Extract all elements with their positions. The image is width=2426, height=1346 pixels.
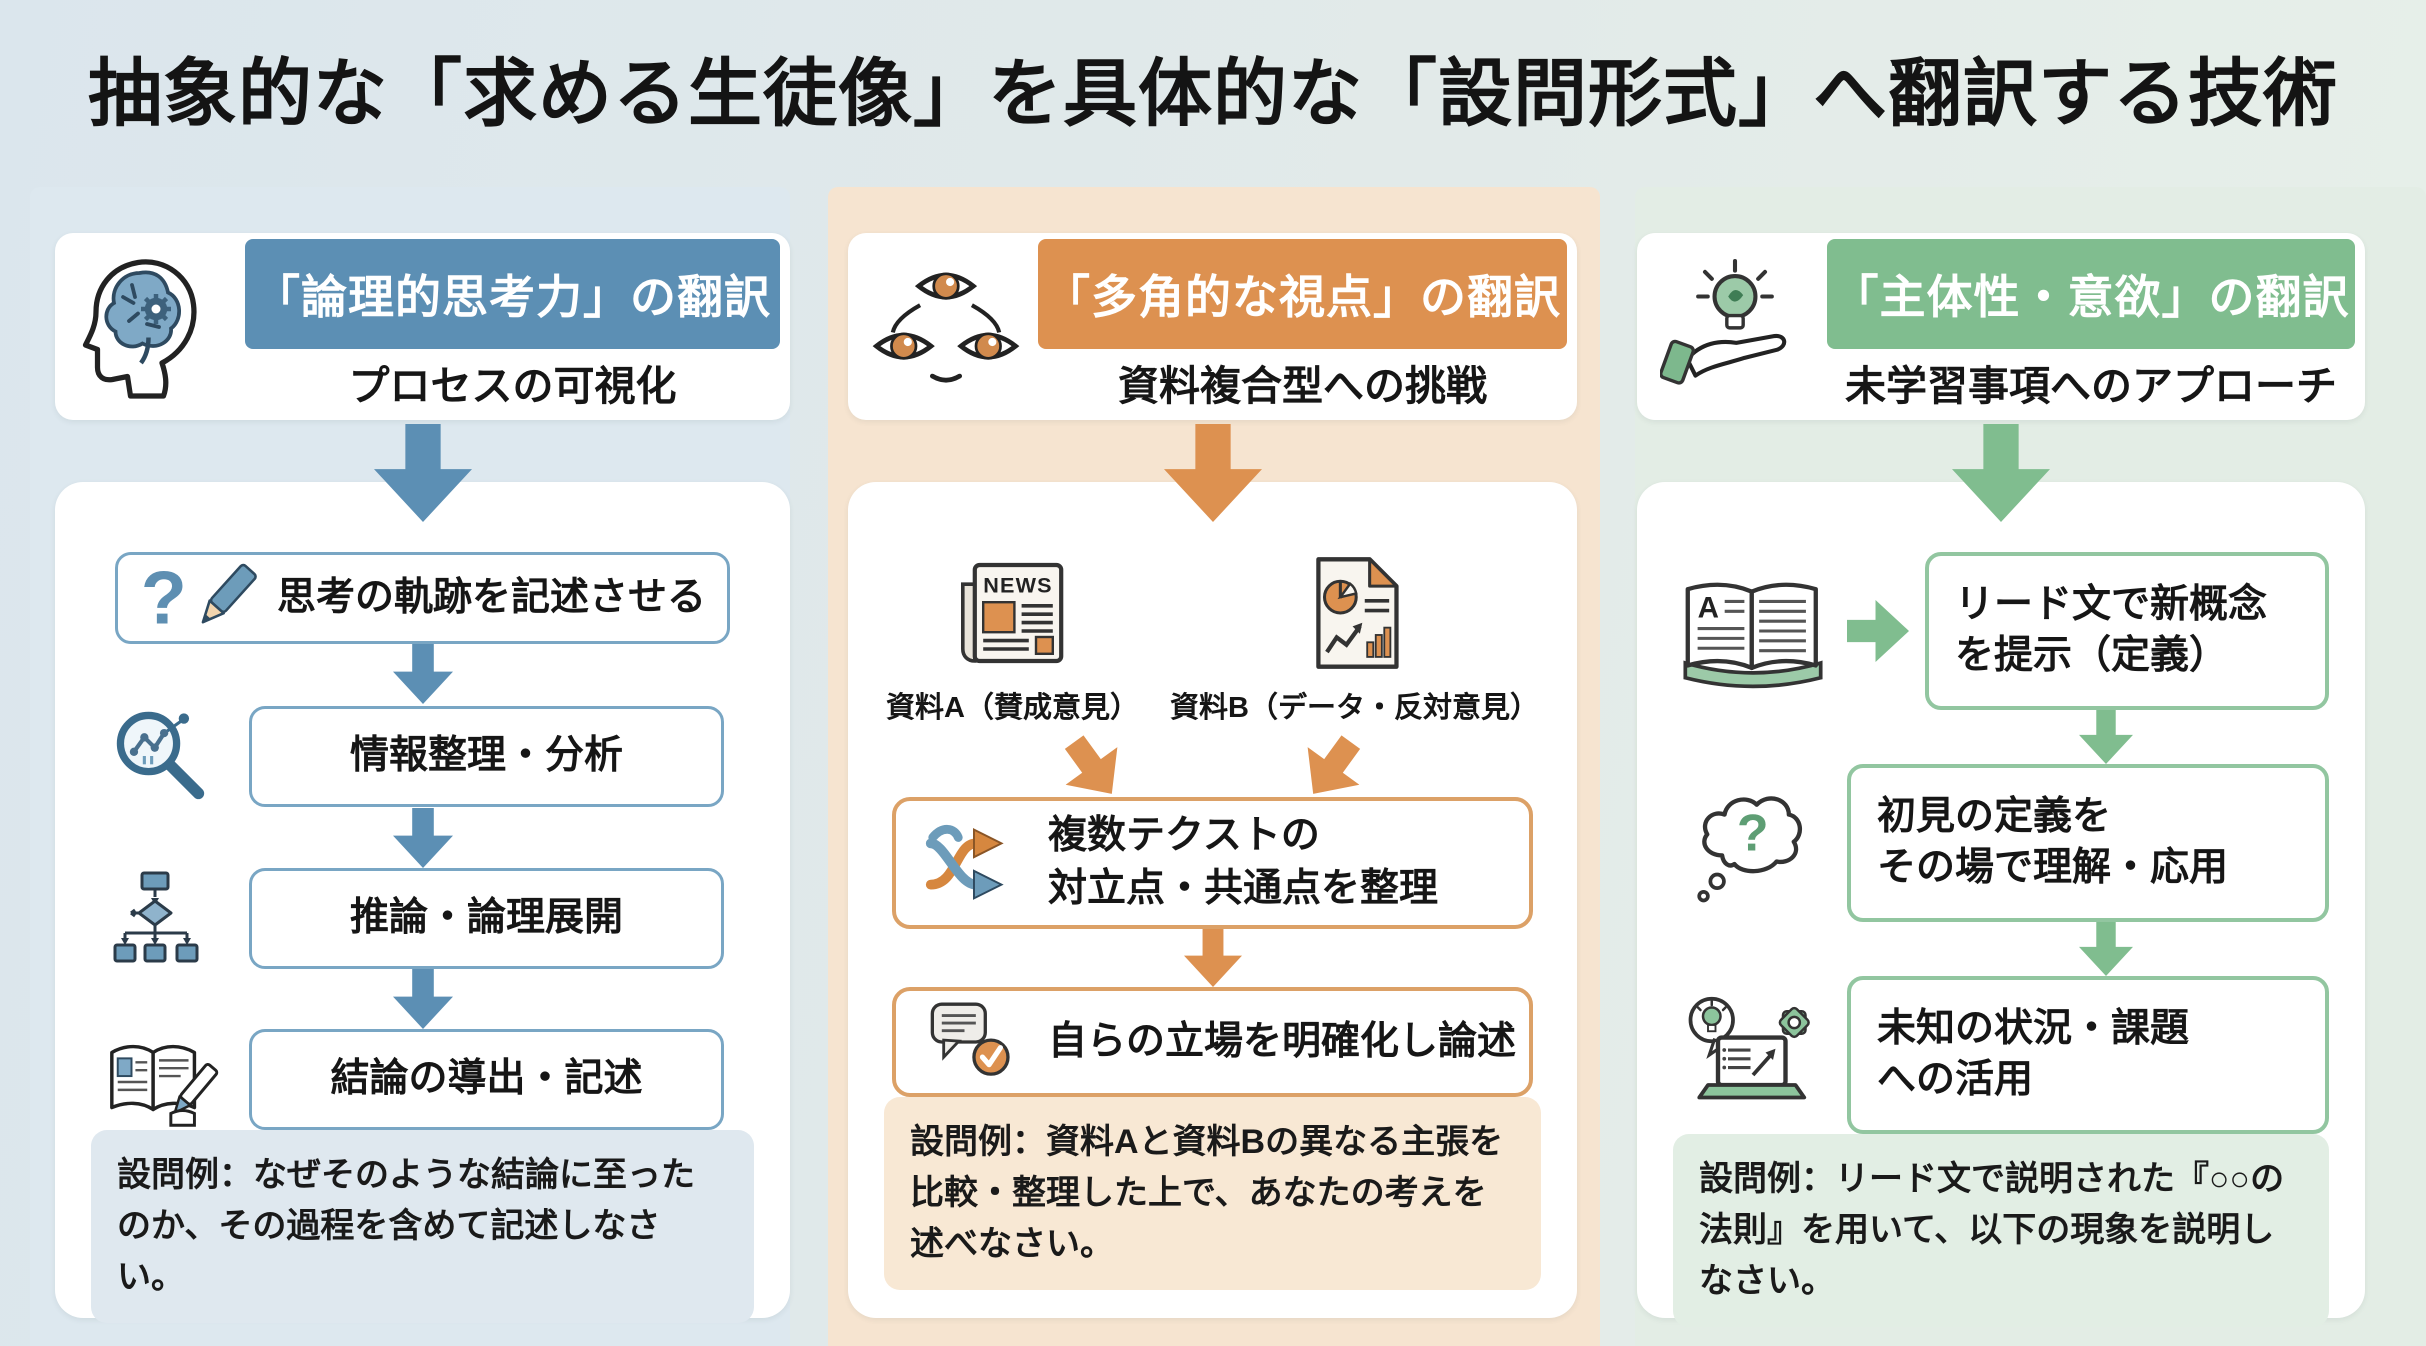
column-logical-thinking: 「論理的思考力」の翻訳 プロセスの可視化 ? 思考の軌 [55, 233, 790, 1323]
step-row-unknown-situations: 未知の状況・課題 への活用 [1673, 976, 2329, 1134]
column1-title-bar: 「論理的思考力」の翻訳 [245, 239, 780, 349]
step-label: 思考の軌跡を記述させる [276, 575, 706, 619]
head-brain-gear-icon [65, 241, 240, 412]
step-box-thinking-trace: ? 思考の軌跡を記述させる [115, 552, 730, 644]
laptop-idea-gear-icon [1673, 991, 1833, 1119]
material-b: 資料B（データ・反対意見） [1170, 552, 1539, 726]
down-arrow [91, 808, 754, 868]
column3-flow-panel: A リード文で新概念 を提示（定義） ? [1637, 482, 2365, 1327]
step-label: 自らの立場を明確化し論述 [1048, 1019, 1517, 1063]
step-row-lead-text: A リード文で新概念 を提示（定義） [1673, 552, 2329, 710]
column2-subtitle: 資料複合型への挑戦 [1118, 363, 1487, 409]
source-materials: NEWS 資料A（賛成意見） [886, 552, 1539, 726]
down-arrow [1673, 710, 2329, 764]
step-box-first-sight: 初見の定義を その場で理解・応用 [1847, 764, 2329, 922]
step-row-first-sight: ? 初見の定義を その場で理解・応用 [1673, 764, 2329, 922]
flowchart-icon [95, 869, 227, 969]
material-a: NEWS 資料A（賛成意見） [886, 552, 1139, 726]
svg-text:?: ? [141, 556, 187, 640]
down-arrow [91, 969, 754, 1029]
step-box-analysis: 情報整理・分析 [249, 705, 724, 807]
step-row-analysis: 情報整理・分析 [95, 704, 750, 808]
page-title: 抽象的な「求める生徒像」を具体的な「設問形式」へ翻訳する技術 [88, 52, 2338, 135]
right-arrow [1847, 599, 1911, 663]
down-arrow [884, 928, 1541, 987]
magnifier-chart-icon [95, 704, 227, 808]
converging-arrows [884, 726, 1541, 797]
step-box-inference: 推論・論理展開 [249, 868, 724, 969]
column1-example-question: 設問例：なぜそのような結論に至ったのか、その過程を含めて記述しなさい。 [91, 1130, 754, 1323]
svg-text:A: A [1698, 591, 1719, 624]
chat-check-icon [918, 994, 1028, 1090]
step-label: 複数テクストの 対立点・共通点を整理 [1048, 814, 1439, 910]
step-box-organize-texts: 複数テクストの 対立点・共通点を整理 [892, 796, 1533, 929]
svg-text:?: ? [1737, 804, 1769, 862]
diagonal-down-arrow [1045, 718, 1141, 817]
material-b-label: 資料B（データ・反対意見） [1170, 692, 1539, 724]
column-initiative-motivation: 「主体性・意欲」の翻訳 未学習事項へのアプローチ A [1637, 233, 2365, 1327]
column3-title-bar: 「主体性・意欲」の翻訳 [1827, 239, 2355, 349]
step-box-conclusion: 結論の導出・記述 [249, 1029, 724, 1130]
column3-big-down-arrow [1637, 424, 2365, 522]
column2-title-bar: 「多角的な視点」の翻訳 [1038, 239, 1567, 349]
column2-header-card: 「多角的な視点」の翻訳 資料複合型への挑戦 [848, 233, 1577, 420]
column2-example-question: 設問例：資料Aと資料Bの異なる主張を比較・整理した上で、あなたの考えを述べなさい… [884, 1097, 1541, 1290]
thought-question-icon: ? [1673, 780, 1833, 906]
column3-subtitle: 未学習事項へのアプローチ [1845, 363, 2337, 409]
newspaper-icon: NEWS [946, 552, 1078, 674]
three-eyes-icon [858, 241, 1033, 412]
column3-example-question: 設問例：リード文で説明された『○○の法則』を用いて、以下の現象を説明しなさい。 [1673, 1134, 2329, 1327]
column2-big-down-arrow [848, 424, 1577, 522]
step-box-lead-text: リード文で新概念 を提示（定義） [1925, 552, 2329, 710]
step-row-inference: 推論・論理展開 [95, 868, 750, 969]
svg-text:NEWS: NEWS [984, 573, 1054, 598]
column1-subtitle: プロセスの可視化 [348, 363, 677, 409]
down-arrow [1673, 922, 2329, 976]
book-writing-icon [95, 1030, 227, 1130]
column-multiple-perspectives: 「多角的な視点」の翻訳 資料複合型への挑戦 NEWS [848, 233, 1577, 1318]
column1-flow-panel: ? 思考の軌跡を記述させる [55, 482, 790, 1323]
step-box-state-position: 自らの立場を明確化し論述 [892, 986, 1533, 1097]
shuffle-arrows-icon [918, 813, 1028, 913]
column1-header-card: 「論理的思考力」の翻訳 プロセスの可視化 [55, 233, 790, 420]
down-arrow [91, 644, 754, 704]
question-pencil-icon: ? [139, 555, 259, 641]
hand-lightbulb-icon [1647, 241, 1822, 412]
diagonal-down-arrow [1283, 718, 1379, 817]
open-book-icon: A [1673, 568, 1833, 694]
column3-header-card: 「主体性・意欲」の翻訳 未学習事項へのアプローチ [1637, 233, 2365, 420]
material-a-label: 資料A（賛成意見） [886, 692, 1139, 724]
data-document-icon [1294, 552, 1416, 674]
column2-flow-panel: NEWS 資料A（賛成意見） [848, 482, 1577, 1318]
column1-big-down-arrow [55, 424, 790, 522]
step-box-unknown-situations: 未知の状況・課題 への活用 [1847, 976, 2329, 1134]
step-row-conclusion: 結論の導出・記述 [95, 1029, 750, 1130]
